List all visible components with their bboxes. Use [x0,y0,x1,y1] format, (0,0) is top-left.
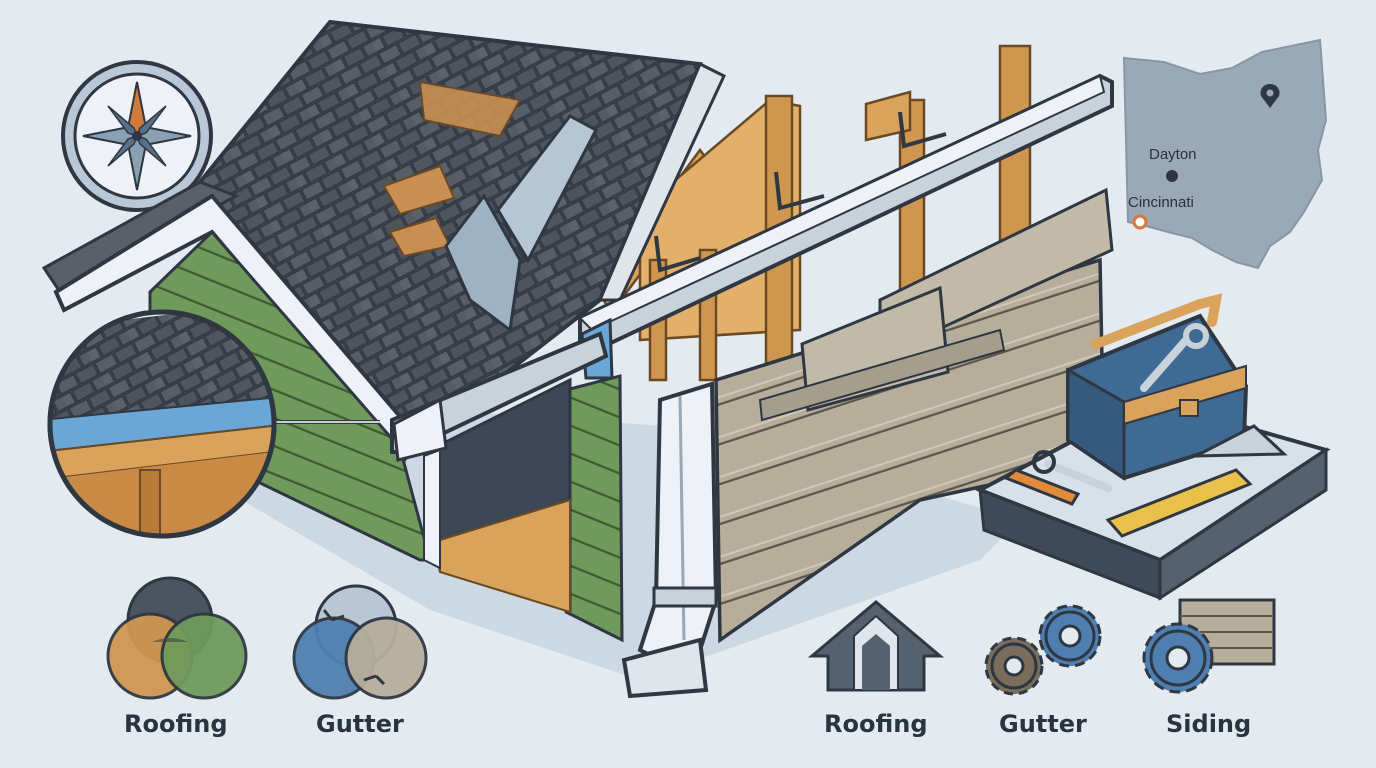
cycle-circles-icon [292,584,428,700]
compass-icon [61,60,213,212]
siding-gear-icon [1142,598,1276,694]
venn-circles-icon [106,576,248,700]
tan-siding-wall [714,187,1114,644]
green-siding-wall [148,229,624,643]
ohio-map [1122,38,1328,270]
legend-label-roofing-left: Roofing [124,710,228,738]
city-label-cincinnati: Cincinnati [1128,194,1194,211]
ruler-icon [1105,468,1253,538]
location-pin-icon [1260,84,1280,108]
triangle-ruler-icon [1195,424,1288,458]
wall-cutaway [423,377,572,614]
gutter-system [390,73,1114,699]
pencil-icon [1003,468,1081,506]
toolbox-icon [1066,293,1249,481]
legend-label-gutter-left: Gutter [316,710,404,738]
city-label-dayton: Dayton [1149,146,1197,163]
dayton-marker [1166,170,1178,182]
legend-label-siding: Siding [1166,710,1252,738]
legend-label-gutter-right: Gutter [999,710,1087,738]
gears-icon [984,604,1102,696]
legend-label-roofing-right: Roofing [824,710,928,738]
wrench-icon [1032,450,1112,492]
cincinnati-marker [1132,214,1148,230]
house-icon [807,600,945,692]
